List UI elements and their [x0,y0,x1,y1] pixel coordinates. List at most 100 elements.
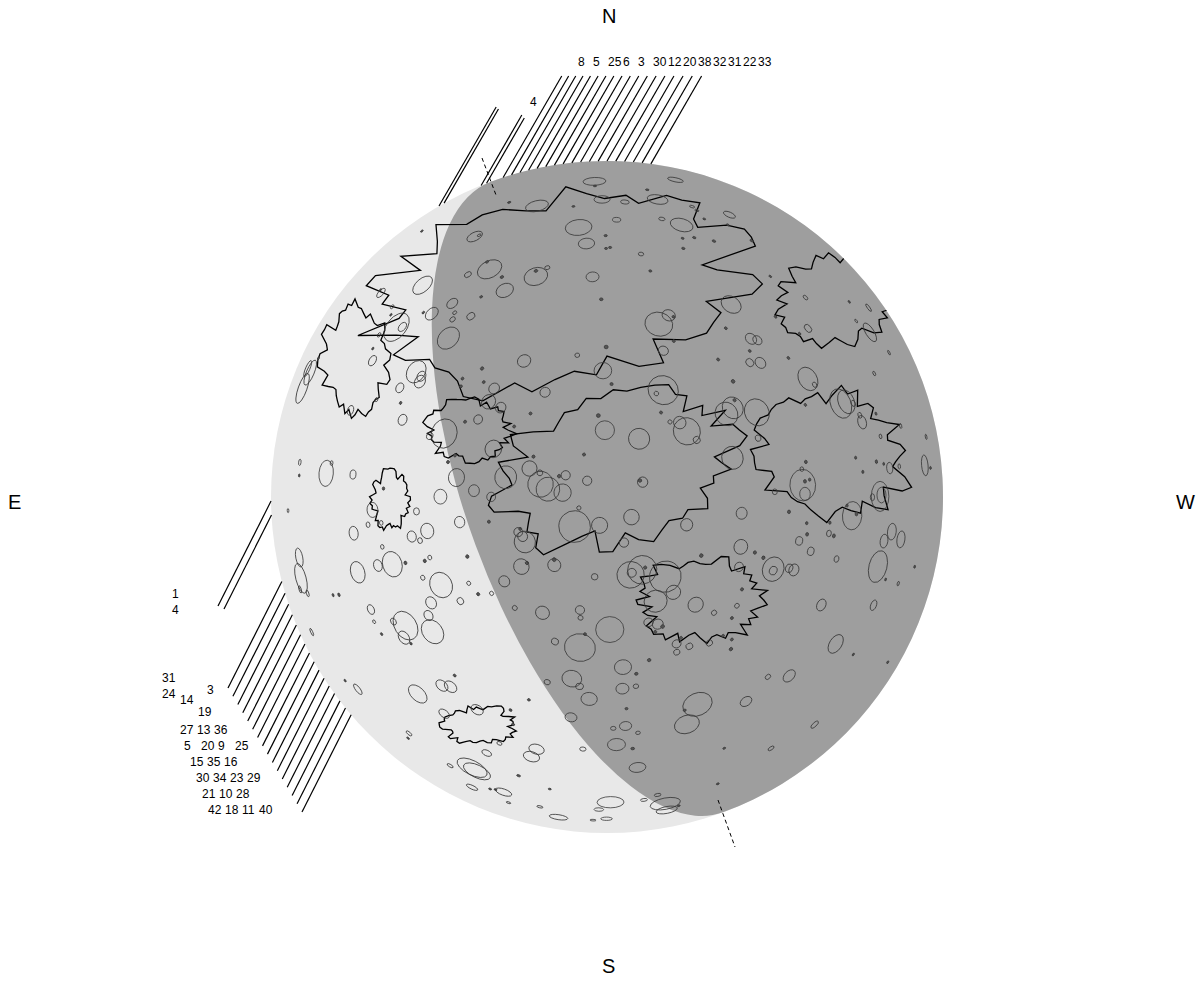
crater [825,632,847,656]
crater [854,456,856,459]
crater [466,783,479,792]
crater [789,469,817,502]
graze-line [563,76,614,164]
crater [767,745,774,751]
crater [804,403,807,407]
graze-line [616,76,665,161]
crater [896,530,906,548]
crater [865,549,890,585]
crater [487,381,502,396]
crater [723,210,737,220]
crater [423,595,438,611]
crater [524,198,549,214]
graze-number: 11 [242,804,254,816]
crater [434,678,450,694]
crater [808,478,811,481]
crater [372,619,376,624]
graze-number: 40 [259,804,272,816]
graze-number: 16 [224,756,237,768]
crater [764,673,771,680]
crater [610,383,613,386]
crater [772,489,777,495]
crater [586,272,600,283]
crater [350,470,357,480]
graze-number: 21 [202,788,215,800]
crater [482,380,486,384]
graze-line [529,76,583,170]
crater [474,256,505,283]
graze-number: 5 [184,740,191,752]
crater [399,401,402,405]
crater [543,679,551,686]
crater [445,296,460,310]
graze-line [546,76,598,167]
crater [879,434,883,439]
crater [468,484,479,496]
crater [476,592,480,596]
crater [671,414,689,432]
crater [506,801,511,804]
crater [466,580,472,586]
graze-number: 22 [743,56,756,68]
crater [865,303,872,312]
mare-outline [439,706,516,743]
graze-number: 12 [668,56,681,68]
crater [787,562,801,577]
crater [733,561,745,573]
crater [367,354,378,367]
graze-number: 30 [196,772,209,784]
crater [465,554,469,558]
crater [580,692,597,706]
crater [479,295,483,298]
crater [645,189,649,191]
crater [759,553,788,584]
crater [417,537,423,544]
graze-line [512,76,569,175]
crater [805,522,808,525]
crater [616,683,630,695]
crater [367,502,379,518]
crater [590,819,596,821]
crater [743,331,759,347]
crater [638,252,644,256]
crater [366,522,370,528]
graze-number: 13 [197,724,210,736]
crater [614,558,648,591]
crater [710,398,742,431]
crater [730,637,734,641]
graze-line [282,686,329,779]
crater [465,311,476,322]
graze-line [258,644,305,738]
crater [582,453,586,457]
graze-line [625,76,674,161]
graze-line [642,76,692,163]
crater [640,798,647,802]
crater [379,308,415,346]
crater [718,292,745,317]
crater [695,209,700,212]
graze-line [248,625,297,721]
crater [493,464,519,491]
crater [405,730,412,737]
crater [732,398,736,402]
crater [487,520,490,524]
crater [496,741,502,746]
crater [389,313,392,316]
crater [604,345,608,349]
crater [433,323,464,354]
crater [382,487,385,490]
mare-outline [423,397,517,464]
compass-label: N [602,6,616,26]
graze-number: 9 [218,740,225,752]
crater [871,481,889,511]
crater [653,391,659,397]
crater [736,507,748,520]
crater [590,516,610,536]
crater [576,505,581,510]
crater [494,786,512,798]
crater [494,280,516,300]
crater [629,762,647,774]
graze-line [267,662,314,754]
crater [667,176,684,183]
